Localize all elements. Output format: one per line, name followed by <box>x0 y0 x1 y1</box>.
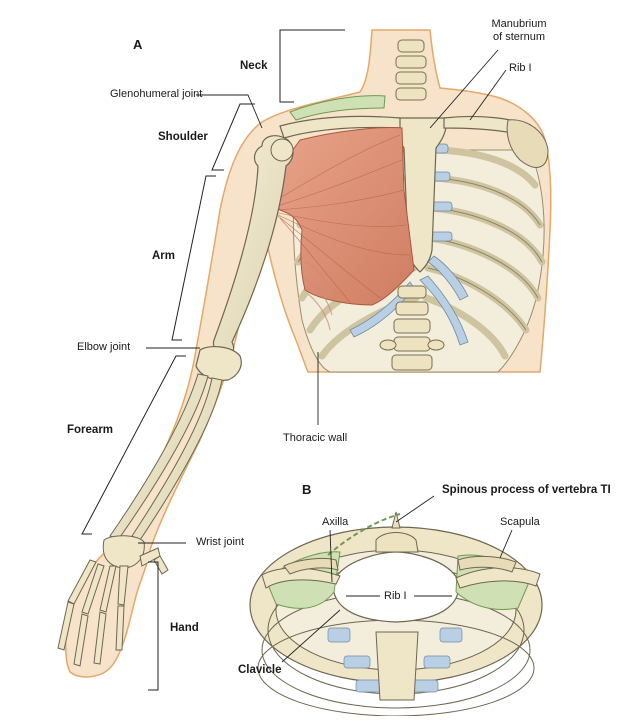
hand-bones <box>57 535 169 667</box>
cartilage-bands <box>327 627 463 693</box>
leader-lines-b <box>281 495 513 663</box>
label-arm: Arm <box>152 250 176 262</box>
label-shoulder: Shoulder <box>158 131 208 143</box>
scapula-right <box>506 119 549 168</box>
vertebral-column <box>379 39 445 371</box>
scapula-b-right <box>457 555 517 573</box>
forearm-bracket <box>81 355 186 535</box>
label-hand: Hand <box>170 622 199 634</box>
muscle-fibers <box>267 134 411 303</box>
clavicle-b-left <box>261 567 341 589</box>
label-elbow-joint: Elbow joint <box>77 341 131 353</box>
clavicle-b-right <box>455 567 541 589</box>
panel-a-label: A <box>133 37 143 52</box>
label-glenohumeral-joint: Glenohumeral joint <box>110 88 203 100</box>
hand-bracket <box>148 561 159 691</box>
ulna <box>109 373 209 541</box>
serratus <box>302 261 337 331</box>
vertebra-ti <box>375 511 419 553</box>
clavicle-left <box>279 115 401 139</box>
manubrium-b <box>375 631 419 701</box>
leader-lines-a <box>138 49 507 544</box>
label-forearm: Forearm <box>67 424 114 436</box>
neck-bracket <box>279 29 345 103</box>
label-clavicle: Clavicle <box>238 664 282 676</box>
label-axilla: Axilla <box>322 516 349 528</box>
label-neck: Neck <box>240 60 268 72</box>
arm-bracket <box>171 175 216 341</box>
scapula-b-left <box>283 557 339 575</box>
label-rib-i-b: Rib I <box>384 590 407 602</box>
label-manubrium-line2: of sternum <box>493 31 545 43</box>
label-rib-i-a: Rib I <box>509 62 532 74</box>
label-thoracic-wall: Thoracic wall <box>283 432 348 444</box>
neck-region <box>289 95 386 121</box>
panel-b-label: B <box>302 482 312 497</box>
axilla-dashed <box>327 513 401 556</box>
label-manubrium: Manubrium of sternum <box>484 18 554 44</box>
label-spinous-process: Spinous process of vertebra TI <box>442 484 611 496</box>
label-scapula: Scapula <box>500 516 540 528</box>
label-wrist-joint: Wrist joint <box>196 536 245 548</box>
region-brackets <box>81 29 345 691</box>
shoulder-bracket <box>211 103 255 171</box>
humeral-head <box>270 138 294 162</box>
panel-b-diagram <box>249 511 543 717</box>
label-manubrium-line1: Manubrium <box>491 18 547 30</box>
